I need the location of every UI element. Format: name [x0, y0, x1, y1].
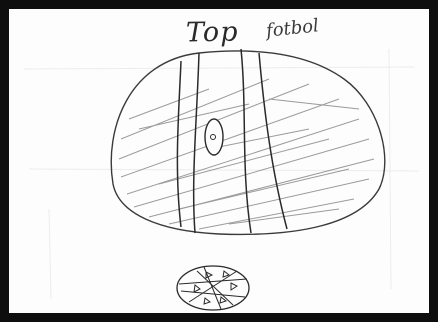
pencil-drawing	[9, 9, 429, 313]
paper-sheet: Top fotbol	[9, 9, 429, 313]
handwritten-title-top: Top	[186, 17, 239, 49]
ball-stripe-2	[194, 53, 199, 233]
ball-stripe-1	[177, 61, 181, 227]
small-ball-pattern	[179, 267, 247, 309]
center-oval	[205, 119, 223, 155]
ball-shading	[119, 79, 374, 229]
background-shadow-lines	[24, 49, 419, 299]
